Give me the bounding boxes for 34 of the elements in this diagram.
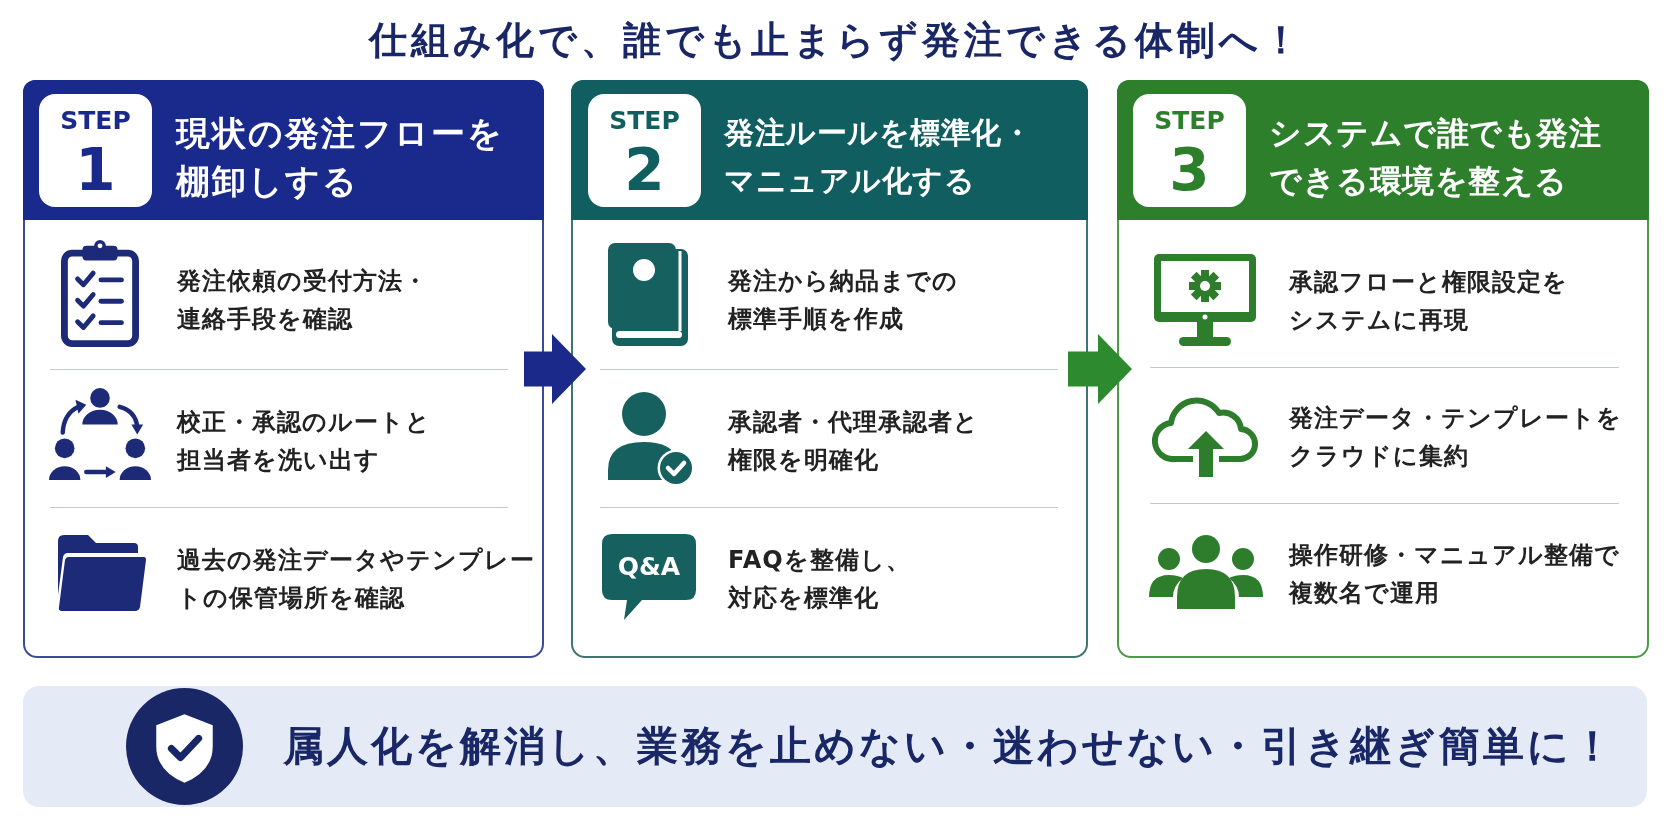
- summary-banner: [23, 686, 1647, 807]
- step-label: STEP: [59, 105, 132, 137]
- item-text: 発注から納品までの標準手順を作成: [728, 266, 959, 335]
- bubble-text: Q&A: [616, 551, 682, 583]
- item-text: FAQを整備し、対応を標準化: [728, 545, 912, 614]
- step-badge: [39, 94, 152, 207]
- step-number: 1: [74, 135, 117, 205]
- item-text: 操作研修・マニュアル整備で複数名で運用: [1289, 540, 1621, 609]
- title: 仕組み化で、誰でも止まらず発注できる体制へ！: [367, 17, 1305, 64]
- speech-bubble: [602, 534, 696, 620]
- step-heading: システムで誰でも発注できる環境を整える: [1269, 113, 1602, 202]
- item-text: 発注データ・テンプレートをクラウドに集約: [1289, 403, 1623, 472]
- item-text: 発注依頼の受付方法・連絡手段を確認: [177, 266, 429, 335]
- step-panel: [23, 80, 544, 658]
- header-band: [23, 80, 544, 220]
- item-text: 校正・承認のルートと担当者を洗い出す: [177, 407, 432, 476]
- item-text: 承認者・代理承認者と権限を明確化: [728, 407, 980, 476]
- step-badge: [588, 94, 701, 207]
- step-panel: [571, 80, 1088, 658]
- header-band: [571, 80, 1088, 220]
- banner-text: 属人化を解消し、業務を止めない・迷わせない・引き継ぎ簡単に！: [283, 721, 1616, 772]
- header-band: [1117, 80, 1649, 220]
- step-number: 2: [623, 135, 666, 205]
- step-heading: 発注ルールを標準化・マニュアル化する: [724, 114, 1033, 200]
- arrow: [524, 334, 586, 404]
- step-panel: [1117, 80, 1649, 658]
- step-label: STEP: [1153, 105, 1226, 137]
- item-text: 過去の発注データやテンプレートの保管場所を確認: [177, 545, 536, 614]
- step-number: 3: [1168, 135, 1211, 205]
- step-heading: 現状の発注フローを棚卸しする: [176, 112, 505, 203]
- arrow: [1068, 334, 1132, 404]
- step-badge: [1133, 94, 1246, 207]
- item-text: 承認フローと権限設定をシステムに再現: [1289, 267, 1569, 336]
- step-label: STEP: [608, 105, 681, 137]
